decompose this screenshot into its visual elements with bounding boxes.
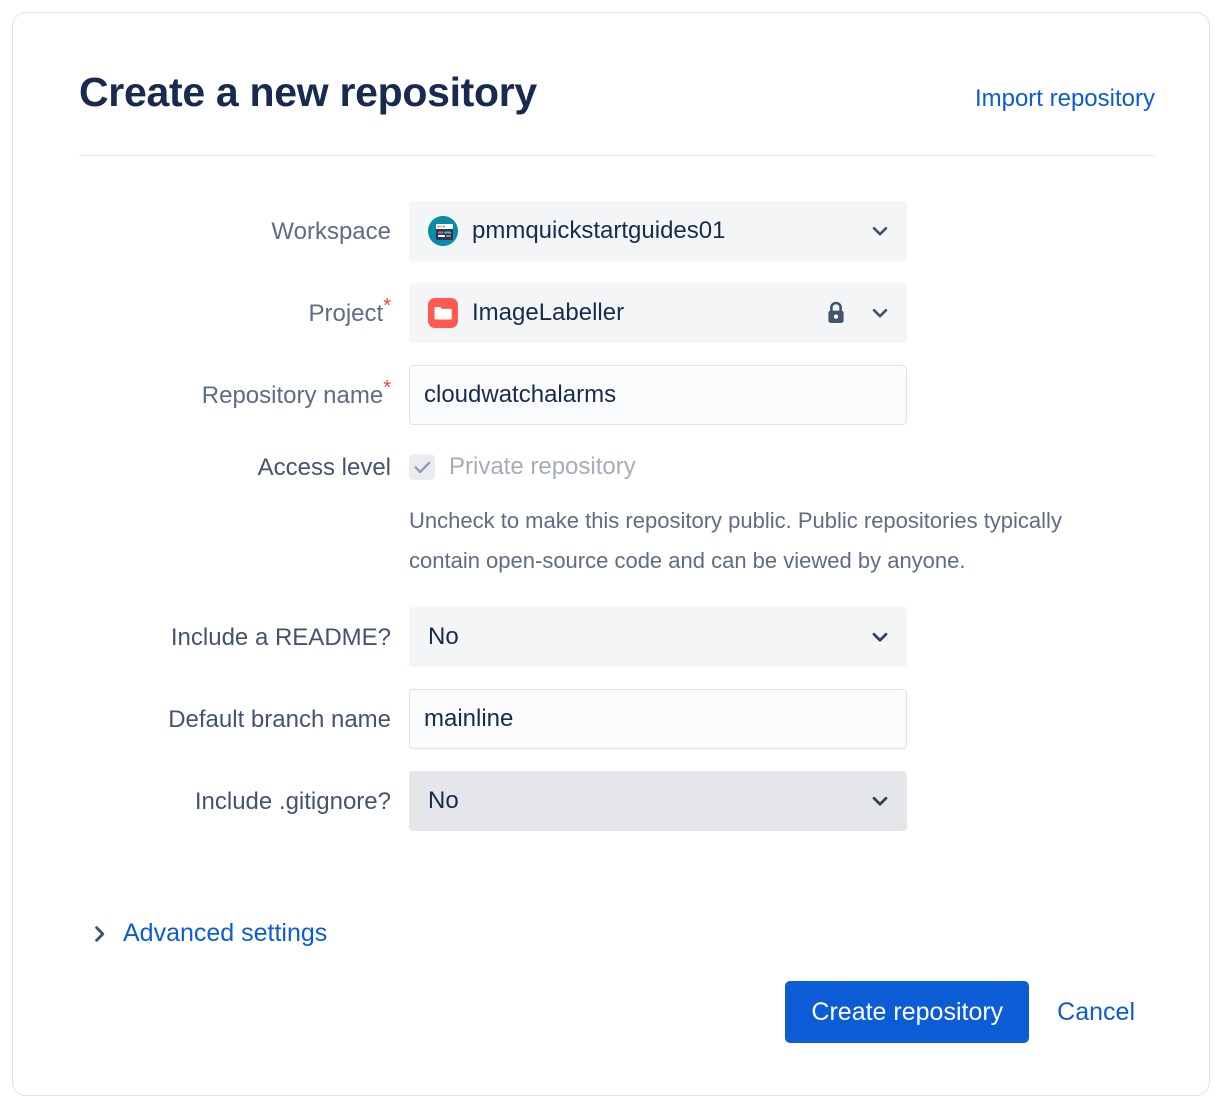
include-readme-label: Include a README?	[170, 624, 391, 651]
include-gitignore-select[interactable]: No	[409, 771, 907, 831]
chevron-down-icon	[870, 221, 890, 241]
include-gitignore-label: Include .gitignore?	[194, 788, 391, 815]
project-control: ImageLabeller	[409, 283, 1155, 343]
lock-icon	[824, 300, 848, 326]
create-repository-form: Workspace	[79, 201, 1155, 831]
create-repository-card: Create a new repository Import repositor…	[12, 12, 1210, 1096]
private-repository-checkbox-row[interactable]: Private repository	[409, 447, 1155, 487]
repository-name-required-marker: *	[383, 377, 391, 399]
page-title: Create a new repository	[79, 69, 537, 115]
form-row-workspace: Workspace	[79, 201, 1155, 261]
access-level-help-text: Uncheck to make this repository public. …	[409, 508, 1062, 573]
repository-name-control	[409, 365, 1155, 425]
access-level-label: Access level	[257, 454, 391, 481]
card-header: Create a new repository Import repositor…	[79, 69, 1155, 116]
form-row-include-readme: Include a README? No	[79, 607, 1155, 667]
project-value: ImageLabeller	[472, 299, 625, 326]
include-readme-control: No	[409, 607, 1155, 667]
form-row-default-branch: Default branch name	[79, 689, 1155, 749]
advanced-settings-label: Advanced settings	[123, 919, 328, 947]
project-select[interactable]: ImageLabeller	[409, 283, 907, 343]
chevron-down-icon	[870, 627, 890, 647]
default-branch-control	[409, 689, 1155, 749]
private-repository-label: Private repository	[449, 453, 636, 480]
workspace-value: pmmquickstartguides01	[472, 217, 726, 244]
form-row-repository-name: Repository name*	[79, 365, 1155, 425]
repository-name-label: Repository name*	[79, 365, 409, 411]
include-readme-select[interactable]: No	[409, 607, 907, 667]
workspace-select[interactable]: pmmquickstartguides01	[409, 201, 907, 261]
default-branch-input[interactable]	[409, 689, 907, 749]
form-row-project: Project* ImageLabeller	[79, 283, 1155, 343]
project-label-text: Project	[308, 300, 384, 327]
repository-name-input[interactable]	[409, 365, 907, 425]
project-label: Project*	[79, 283, 409, 329]
header-divider	[79, 155, 1155, 156]
include-gitignore-value: No	[428, 787, 459, 814]
workspace-avatar-icon	[428, 216, 458, 246]
workspace-label: Workspace	[271, 218, 391, 245]
private-repository-checkbox[interactable]	[409, 454, 435, 480]
include-readme-value: No	[428, 623, 459, 650]
project-folder-icon	[428, 298, 458, 328]
cancel-button[interactable]: Cancel	[1051, 997, 1141, 1028]
chevron-down-icon	[870, 303, 890, 323]
project-required-marker: *	[383, 295, 391, 317]
advanced-settings-toggle[interactable]: Advanced settings	[91, 919, 327, 948]
workspace-control: pmmquickstartguides01	[409, 201, 1155, 261]
form-actions: Create repository Cancel	[785, 981, 1141, 1043]
include-gitignore-control: No	[409, 771, 1155, 831]
form-row-access-level: Access level Private repository Uncheck …	[79, 447, 1155, 581]
check-icon	[413, 461, 430, 473]
import-repository-link[interactable]: Import repository	[974, 85, 1155, 112]
access-level-control: Private repository Uncheck to make this …	[409, 447, 1155, 581]
chevron-down-icon	[870, 791, 890, 811]
repository-name-label-text: Repository name	[201, 382, 384, 409]
form-row-include-gitignore: Include .gitignore? No	[79, 771, 1155, 831]
default-branch-label: Default branch name	[168, 706, 391, 733]
create-repository-button[interactable]: Create repository	[785, 981, 1030, 1043]
chevron-right-icon	[91, 925, 109, 943]
